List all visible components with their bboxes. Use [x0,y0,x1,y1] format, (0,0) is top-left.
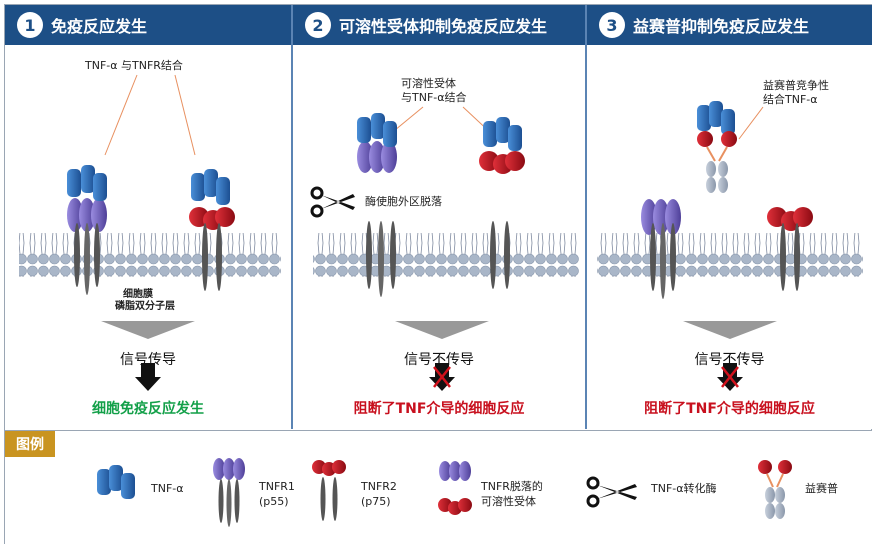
legend-label: (p75) [361,495,391,508]
step-number: 2 [305,12,331,38]
step-number: 3 [599,12,625,38]
tnfr2-receptor [189,207,235,291]
tnfr1-icon [213,458,245,527]
binding-label: 结合TNF-α [763,93,818,106]
membrane-label: 细胞膜 [123,289,153,300]
tnfr2-receptor [767,207,813,291]
tnf-trimer [67,165,107,201]
signal-text: 信号不传导 [404,352,474,368]
panel-header: 3 益赛普抑制免疫反应发生 [587,5,872,45]
result-text: 阻断了TNF介导的细胞反应 [353,401,525,417]
flow-triangle [395,321,489,339]
tnf-trimer [191,169,230,205]
membrane-label: 磷脂双分子层 [115,301,175,312]
panel-title: 可溶性受体抑制免疫反应发生 [339,17,548,36]
result-text: 细胞免疫反应发生 [92,401,204,417]
etanercept-with-tnf [697,101,737,193]
panel-header: 1 免疫反应发生 [5,5,291,45]
soluble-receptor-icon [438,461,472,515]
scissors-icon [586,476,637,508]
flow-triangle [683,321,777,339]
panel-2-scene [310,106,579,391]
panel-header: 2 可溶性受体抑制免疫反应发生 [293,5,585,45]
down-arrow [135,363,161,391]
panel-title: 益赛普抑制免疫反应发生 [633,17,810,36]
signal-text: 信号传导 [120,352,176,368]
cell-membrane [313,233,579,277]
panel-1-scene [19,74,281,391]
signal-text: 信号不传导 [694,352,765,368]
soluble-tnfr1 [357,113,397,173]
legend-title: 图例 [5,431,55,457]
legend-icons [97,458,792,527]
panel-etanercept: 3 益赛普抑制免疫反应发生 益赛普竞争性 结合TNF-α 信号不传导 阻断了TN… [587,5,872,429]
legend-label: TNF-α [151,482,184,495]
binding-label: 可溶性受体 [401,77,456,90]
panel-title: 免疫反应发生 [51,17,148,36]
legend-label: (p55) [259,495,289,508]
panel-immune-response: 1 免疫反应发生 TNF-α 与TNFR结合 细胞膜 磷脂双分子层 信号传导 细… [5,5,293,429]
legend-label: TNFR2 [361,480,397,493]
binding-label: TNF-α 与TNFR结合 [85,59,183,72]
panel-3-scene [597,101,863,391]
cell-membrane [19,233,281,277]
soluble-tnfr2 [479,117,525,174]
panel-soluble-receptor: 2 可溶性受体抑制免疫反应发生 可溶性受体 与TNF-α结合 酶使胞外区脱落 信… [293,5,587,429]
legend-label: TNFR1 [259,480,295,493]
etanercept-icon [758,460,792,519]
flow-triangle [101,321,195,339]
legend: 图例 TNF-α TNFR1 (p55) TNFR2 [5,430,872,545]
tnfr2-icon [312,460,346,521]
binding-label: 益赛普竞争性 [763,79,829,92]
scissors-label: 酶使胞外区脱落 [365,195,442,208]
block-x-icon [433,366,451,388]
tnf-icon [97,465,135,499]
binding-label: 与TNF-α结合 [401,91,467,104]
legend-label: 可溶性受体 [481,495,536,508]
legend-label: TNFR脱落的 [481,480,543,493]
tnfr1-receptor [67,198,107,295]
tnfr1-receptor [641,199,681,299]
step-number: 1 [17,12,43,38]
result-text: 阻断了TNF介导的细胞反应 [644,401,815,417]
cell-membrane [597,233,863,277]
legend-label: TNF-α转化酶 [651,482,717,495]
scissors-icon [310,186,355,218]
block-x-icon [721,366,739,388]
legend-label: 益赛普 [805,482,838,495]
